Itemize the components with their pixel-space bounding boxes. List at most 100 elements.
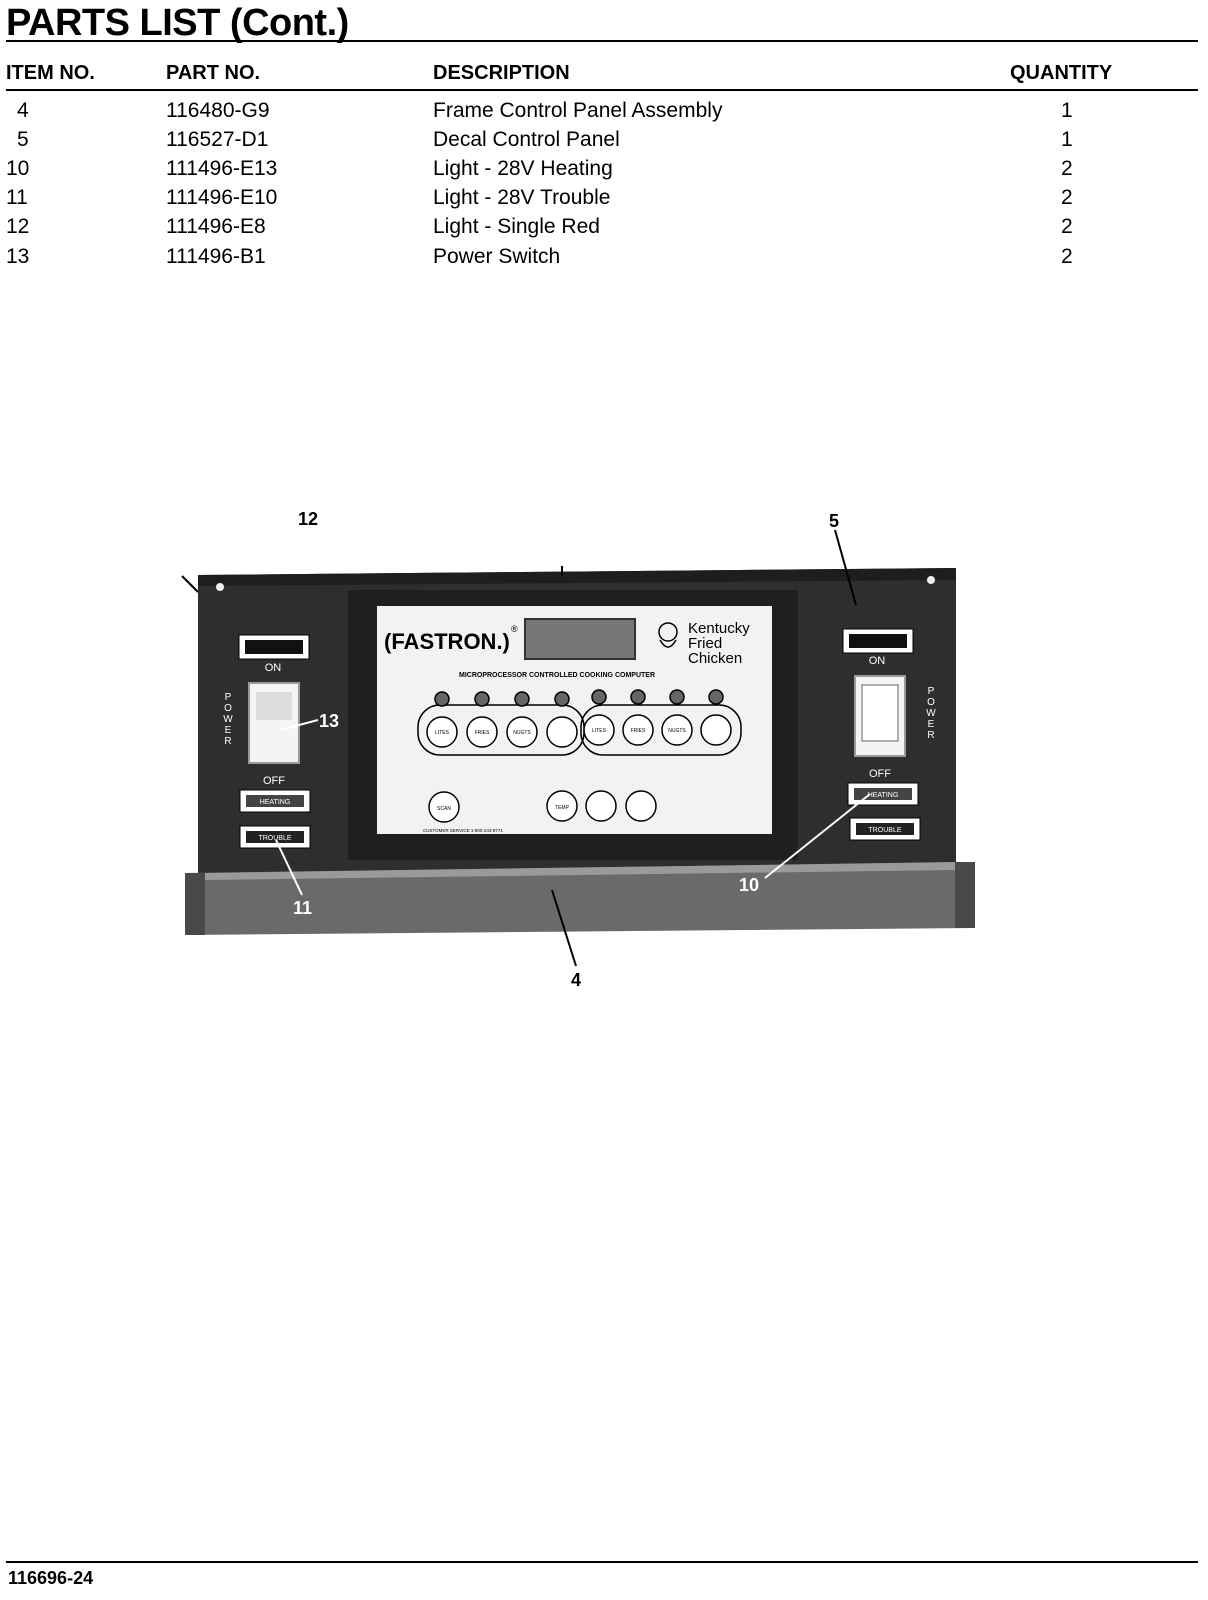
key-temp-label: TEMP [555, 805, 570, 811]
rail-bracket-left [181, 575, 199, 593]
footer-rule [6, 1561, 1198, 1563]
off-label-right: OFF [869, 768, 891, 780]
led-indicator [434, 691, 450, 707]
part-no: 111496-E10 [166, 186, 278, 209]
leader-4 [551, 889, 577, 967]
quantity: 1 [1061, 99, 1073, 122]
led-indicator [708, 689, 724, 705]
service-line: CUSTOMER SERVICE 1-800-243-8771 [423, 828, 503, 833]
leader-10 [764, 793, 871, 879]
key-blank-b[interactable] [625, 790, 657, 822]
item-no: 5 [17, 128, 29, 151]
item-no: 13 [6, 245, 30, 268]
leader-13 [279, 719, 319, 731]
key-blank-right[interactable] [700, 714, 732, 746]
trouble-label-right: TROUBLE [868, 827, 901, 834]
digital-display [524, 618, 636, 660]
heating-lamp-left-lens [246, 795, 304, 807]
footer-code: 116696-24 [8, 1568, 94, 1588]
header-quantity: QUANTITY [1010, 62, 1113, 84]
header-item-no: ITEM NO. [6, 62, 95, 84]
led-row [434, 689, 724, 707]
key-scan[interactable] [428, 791, 460, 823]
callout-4: 4 [571, 970, 582, 990]
leader-5 [834, 529, 857, 606]
key-group-right [580, 704, 742, 756]
power-switch-right-rocker [861, 684, 899, 742]
on-label-right: ON [869, 655, 886, 667]
frame-rail-highlight [205, 862, 955, 880]
key-label: FRIES [475, 730, 490, 736]
mount-hole-left [216, 583, 224, 591]
callout-10: 10 [739, 875, 759, 895]
item-no: 11 [6, 186, 28, 209]
kfc-logo: Kentucky Fried Chicken [658, 620, 750, 667]
kfc-line-1: Kentucky [688, 620, 750, 637]
description: Light - 28V Heating [433, 157, 613, 180]
description: Light - 28V Trouble [433, 186, 611, 209]
key-label: NUGTS [513, 730, 531, 736]
led-indicator [554, 691, 570, 707]
on-label-left: ON [265, 662, 282, 674]
mount-hole-right [927, 576, 935, 584]
quantity: 2 [1061, 215, 1073, 238]
heating-label-right: HEATING [868, 792, 899, 799]
led-indicator [669, 689, 685, 705]
item-no: 10 [6, 157, 30, 180]
brand-name: (FASTRON.) [384, 629, 510, 654]
panel-top-edge [198, 568, 956, 586]
panel-subtitle: MICROPROCESSOR CONTROLLED COOKING COMPUT… [459, 672, 655, 679]
description: Decal Control Panel [433, 128, 620, 151]
frame-rail [185, 862, 975, 935]
header-part-no: PART NO. [166, 62, 261, 84]
key-label: LITES [592, 728, 607, 734]
description: Light - Single Red [433, 215, 600, 238]
led-indicator [630, 689, 646, 705]
frame-rail-left-end [185, 873, 205, 935]
part-no: 111496-B1 [166, 245, 266, 268]
key-blank-a[interactable] [585, 790, 617, 822]
brand-mark: ® [511, 624, 518, 634]
key-lites-left[interactable] [426, 716, 458, 748]
leader-11 [275, 839, 303, 896]
callout-11: 11 [293, 898, 312, 918]
key-temp[interactable] [546, 790, 578, 822]
key-label: NUGTS [668, 728, 686, 734]
page-title: PARTS LIST (Cont.) [6, 2, 349, 44]
trouble-lamp-right-lens [856, 823, 914, 835]
power-switch-left-rocker [256, 692, 292, 720]
key-scan-label: SCAN [437, 806, 451, 812]
quantity: 1 [1061, 128, 1073, 151]
trouble-lamp-left-lens [246, 831, 304, 843]
quantity: 2 [1061, 157, 1073, 180]
key-label: LITES [435, 730, 450, 736]
part-no: 116527-D1 [166, 128, 269, 151]
on-lamp-left-lens [245, 640, 303, 654]
kfc-line-3: Chicken [688, 650, 742, 667]
trouble-label-left: TROUBLE [258, 835, 291, 842]
heating-label-left: HEATING [260, 799, 291, 806]
description: Frame Control Panel Assembly [433, 99, 723, 122]
key-nugts-left[interactable] [506, 716, 538, 748]
item-no: 4 [17, 99, 29, 122]
off-label-left: OFF [263, 775, 285, 787]
title-rule [6, 40, 1198, 42]
callout-13: 13 [319, 711, 339, 731]
on-lamp-right-lens [849, 634, 907, 648]
description: Power Switch [433, 245, 561, 268]
key-fries-left[interactable] [466, 716, 498, 748]
key-nugts-right[interactable] [661, 714, 693, 746]
key-fries-right[interactable] [622, 714, 654, 746]
key-lites-right[interactable] [583, 714, 615, 746]
part-no: 111496-E13 [166, 157, 278, 180]
led-indicator [474, 691, 490, 707]
part-no: 111496-E8 [166, 215, 266, 238]
header-description: DESCRIPTION [433, 62, 570, 84]
key-blank-left[interactable] [546, 716, 578, 748]
led-indicator [514, 691, 530, 707]
callout-12: 12 [298, 509, 319, 529]
frame-rail-right-end [955, 862, 975, 928]
